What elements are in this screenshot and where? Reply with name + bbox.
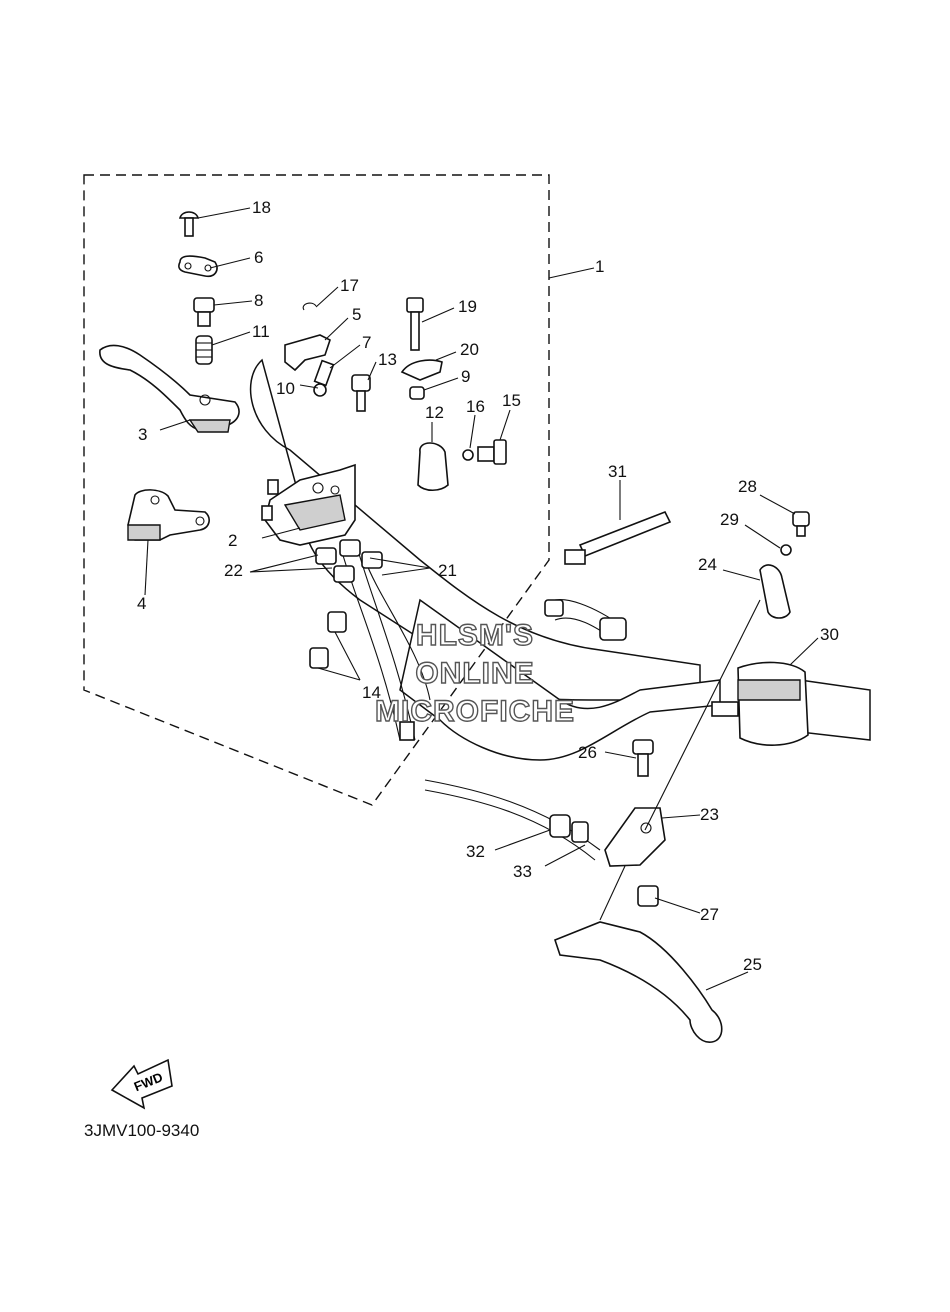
callout-17: 17 <box>340 276 359 295</box>
callout-12: 12 <box>425 403 444 422</box>
callout-14: 14 <box>362 683 381 702</box>
bolt-19 <box>406 297 424 351</box>
washer-10 <box>313 383 327 397</box>
holder-20 <box>400 359 443 381</box>
callout-32: 32 <box>466 842 485 861</box>
callout-11: 11 <box>252 322 270 341</box>
screw-18 <box>178 211 200 237</box>
callout-16: 16 <box>466 397 485 416</box>
plate-6 <box>178 255 218 278</box>
nuts-14 <box>309 611 347 669</box>
callout-29: 29 <box>720 510 739 529</box>
callout-23: 23 <box>700 805 719 824</box>
callout-3: 3 <box>138 425 147 444</box>
callout-4: 4 <box>137 594 146 613</box>
front-brake-lever <box>99 344 240 433</box>
callout-8: 8 <box>254 291 263 310</box>
bracket-12 <box>417 442 449 492</box>
adjuster-32-33 <box>549 814 589 843</box>
pivot-bolt-8 <box>193 297 215 327</box>
callout-26: 26 <box>578 743 597 762</box>
clutch-bracket-23 <box>604 807 666 867</box>
holder-24 <box>759 564 791 619</box>
cable-tie <box>564 510 672 565</box>
pin-7 <box>313 359 335 387</box>
callout-19: 19 <box>458 297 477 316</box>
reservoir-cap-5 <box>284 334 331 372</box>
callout-27: 27 <box>700 905 719 924</box>
clutch-cable <box>424 779 601 861</box>
spring-11 <box>195 335 213 365</box>
callout-9: 9 <box>461 367 470 386</box>
callout-10: 10 <box>276 379 295 398</box>
callout-13: 13 <box>378 350 397 369</box>
brake-hoses <box>339 539 431 741</box>
washer-16 <box>462 449 474 461</box>
callout-21: 21 <box>438 561 457 580</box>
master-cylinder-body <box>261 463 356 546</box>
callout-7: 7 <box>362 333 371 352</box>
leader-lines <box>144 207 819 991</box>
fwd-arrow: FWD <box>110 1058 173 1110</box>
clip-17 <box>302 302 317 311</box>
watermark-line-2: ONLINE <box>415 657 534 690</box>
washer-29 <box>780 544 792 556</box>
cap-9 <box>409 386 425 400</box>
bolt-28 <box>792 511 810 537</box>
catalog-code: 3JMV100-9340 <box>84 1121 199 1140</box>
callout-20: 20 <box>460 340 479 359</box>
watermark-line-3: MICROFICHE <box>375 695 575 728</box>
master-cylinder-assembly-boundary <box>83 174 550 806</box>
handlebar-switch <box>711 661 809 746</box>
callout-28: 28 <box>738 477 757 496</box>
bolt-15 <box>477 439 507 465</box>
wire-harness <box>544 599 627 641</box>
watermark: HLSM'S ONLINE MICROFICHE <box>374 618 575 728</box>
callout-33: 33 <box>513 862 532 881</box>
bolt-13 <box>351 374 371 412</box>
callout-6: 6 <box>254 248 263 267</box>
callout-25: 25 <box>743 955 762 974</box>
callout-31: 31 <box>608 462 627 481</box>
nut-27 <box>637 885 659 907</box>
callout-1: 1 <box>595 257 604 276</box>
watermark-line-1: HLSM'S <box>416 619 534 652</box>
callout-5: 5 <box>352 305 361 324</box>
clutch-lever-25 <box>554 921 723 1043</box>
bolt-26 <box>632 739 654 777</box>
lever-bracket <box>127 489 210 541</box>
callout-numbers: 1 2 3 4 5 6 7 8 9 10 11 12 13 14 15 16 1… <box>137 198 839 974</box>
callout-22: 22 <box>224 561 243 580</box>
callout-30: 30 <box>820 625 839 644</box>
callout-18: 18 <box>252 198 271 217</box>
callout-2: 2 <box>228 531 237 550</box>
callout-24: 24 <box>698 555 717 574</box>
callout-15: 15 <box>502 391 521 410</box>
